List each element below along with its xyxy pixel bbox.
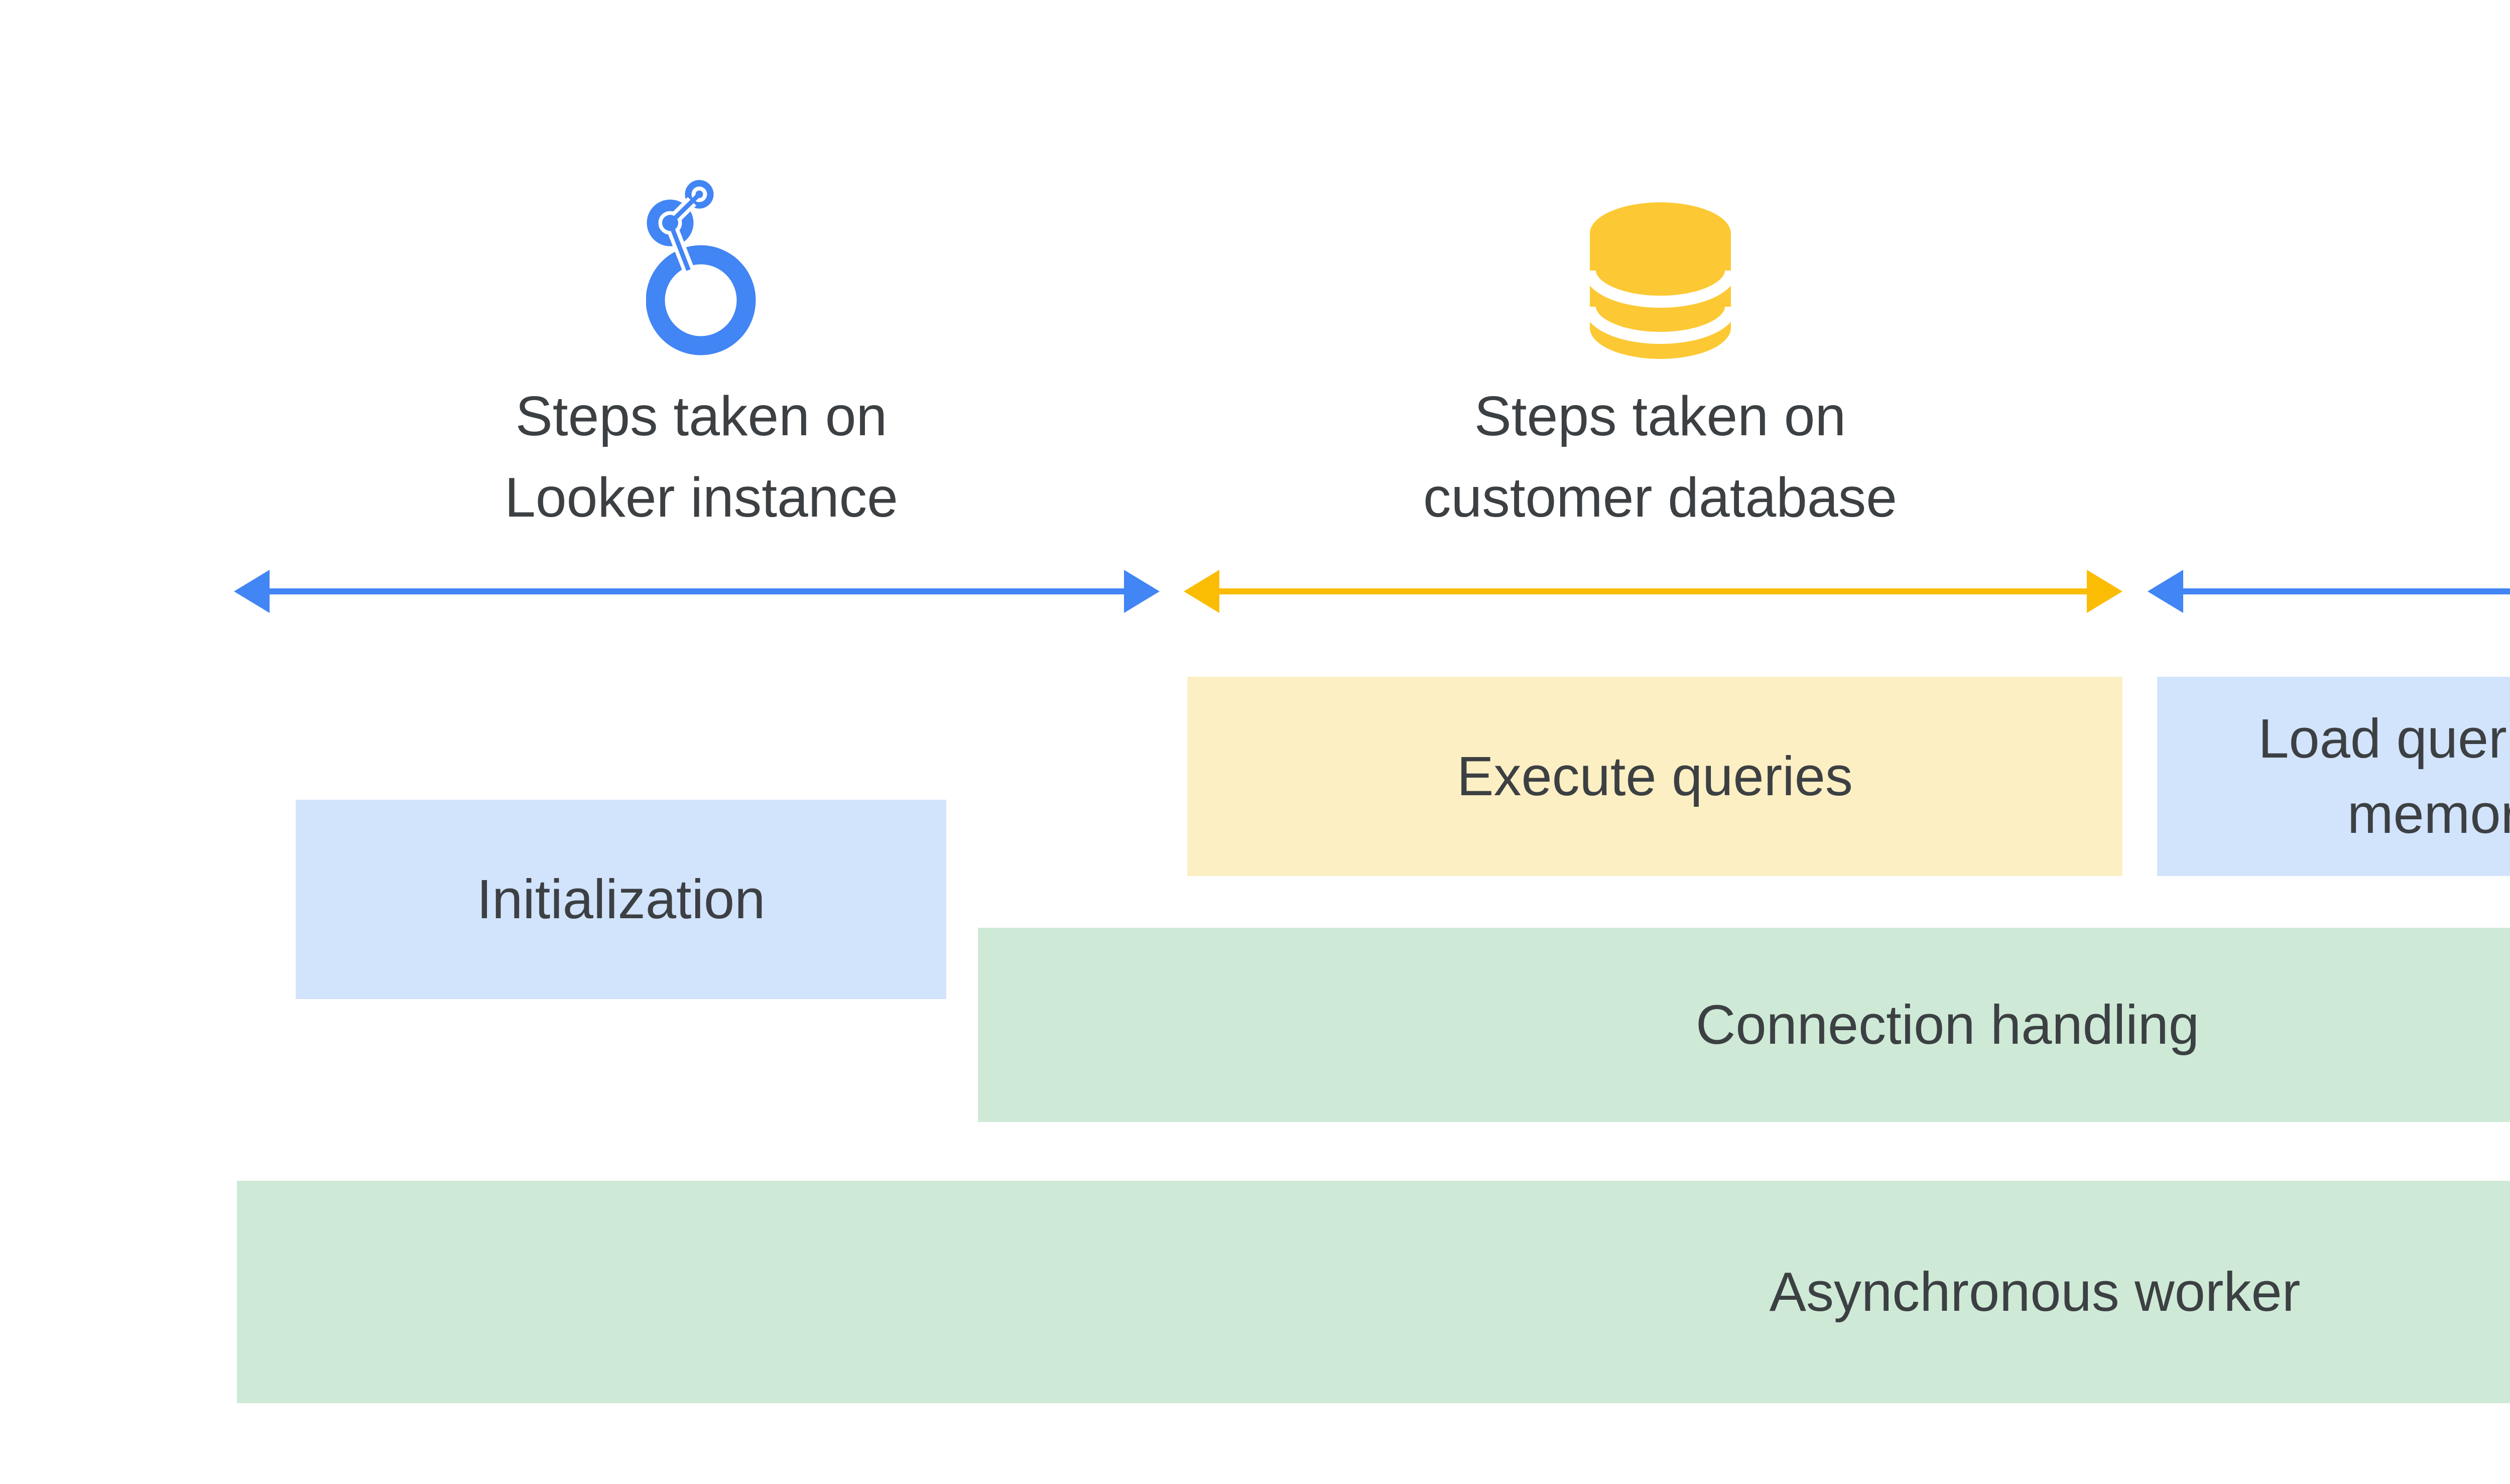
double-arrow-looker-right <box>2148 570 2510 613</box>
database-icon <box>1590 202 1731 359</box>
box-label: Initialization <box>476 868 766 930</box>
execute-queries-box: Execute queries <box>1187 677 2122 876</box>
box-label: Asynchronous worker <box>1769 1261 2301 1323</box>
box-label: Execute queries <box>1457 745 1853 807</box>
looker-logo-icon <box>646 180 756 355</box>
column-label-customer-db: Steps taken on customer database <box>1208 376 2112 538</box>
label-line: customer database <box>1423 466 1898 529</box>
load-queries-in-memory-box: Load queries in memory <box>2157 677 2510 876</box>
double-arrow-looker-left <box>234 570 1160 613</box>
column-label-looker-left: Steps taken on Looker instance <box>249 376 1153 538</box>
initialization-box: Initialization <box>296 800 946 999</box>
label-line: Steps taken on <box>515 385 888 447</box>
double-arrow-customer-db <box>1184 570 2122 613</box>
label-line: Looker instance <box>505 466 898 529</box>
box-label: Load queries in memory <box>2258 707 2510 845</box>
box-label: Connection handling <box>1696 994 2199 1056</box>
asynchronous-worker-box: Asynchronous worker <box>237 1181 2510 1403</box>
label-line: Steps taken on <box>1474 385 1846 447</box>
connection-handling-box: Connection handling <box>978 928 2510 1122</box>
